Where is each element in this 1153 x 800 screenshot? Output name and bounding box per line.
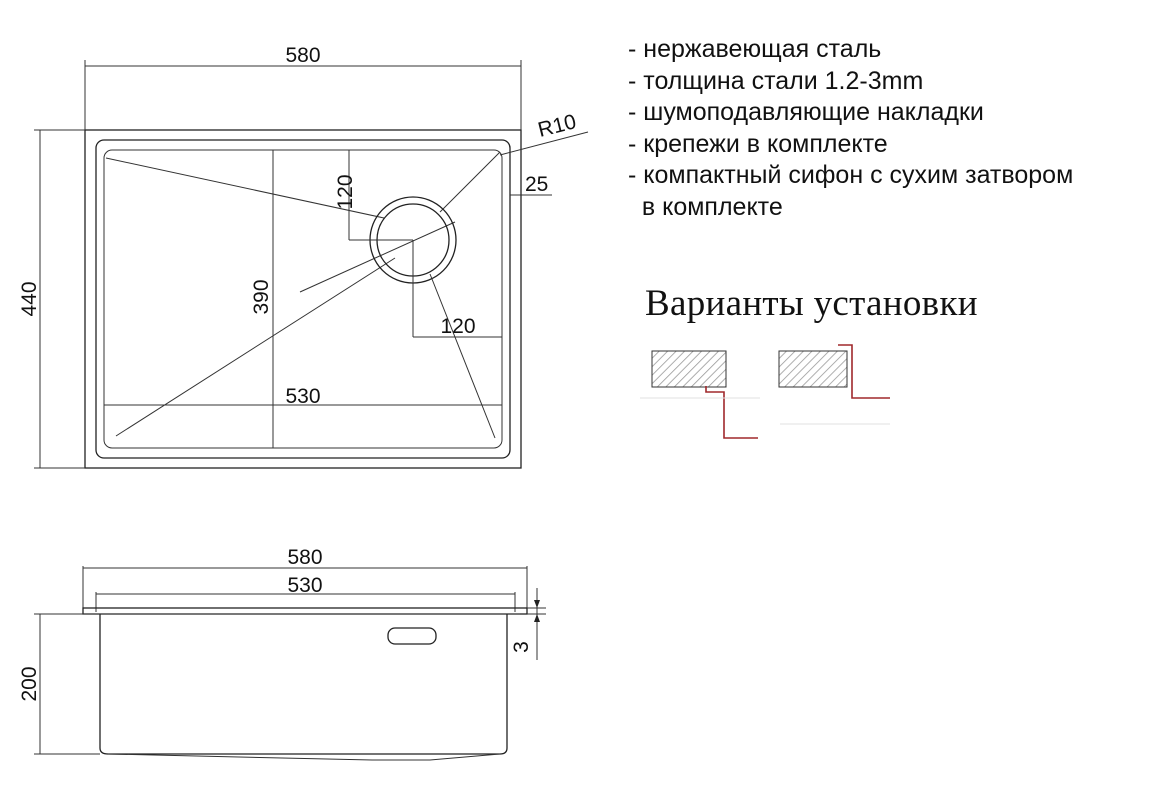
spec-item: в комплекте (628, 192, 783, 221)
top-view: 580 440 R10 25 (18, 44, 589, 469)
svg-text:390: 390 (250, 279, 273, 314)
spec-item: - крепежи в комплекте (628, 129, 888, 158)
svg-text:440: 440 (18, 281, 41, 316)
svg-text:R10: R10 (536, 110, 579, 142)
dim-drain-vertical-120: 120 (334, 150, 413, 241)
bottom-slope-lines (105, 151, 501, 439)
dim-inner-depth-390: 390 (250, 150, 274, 448)
side-rim (82, 607, 528, 615)
install-variant-undermount (640, 350, 760, 439)
dim-drain-horizontal-120: 120 (412, 240, 502, 338)
svg-text:530: 530 (287, 574, 322, 597)
dim-side-width-580: 580 (82, 546, 528, 612)
dim-side-height-200: 200 (18, 613, 100, 755)
dim-inner-width-530: 530 (104, 385, 502, 408)
sink-inner-bowl (95, 139, 511, 459)
svg-text:200: 200 (18, 666, 41, 701)
spec-list: - нержавеющая сталь - толщина стали 1.2-… (628, 34, 1073, 223)
spec-item: - нержавеющая сталь (628, 35, 882, 63)
svg-text:25: 25 (525, 173, 548, 196)
spec-item: - толщина стали 1.2-3mm (628, 66, 924, 95)
dim-side-width-530: 530 (95, 574, 516, 612)
side-bowl-body (99, 614, 508, 755)
svg-text:3: 3 (510, 641, 533, 653)
svg-text:580: 580 (287, 546, 322, 569)
spec-item: - компактный сифон с сухим затвором (628, 161, 1074, 189)
install-variants-title: Варианты установки (645, 283, 978, 324)
spec-item: - шумоподавляющие накладки (628, 98, 984, 126)
dim-edge-25: 25 (510, 173, 552, 196)
dim-side-thickness-3: 3 (510, 588, 546, 660)
side-view: 580 530 200 3 (18, 546, 546, 761)
svg-text:120: 120 (440, 315, 475, 338)
sink-outer-rim (84, 129, 522, 469)
svg-text:580: 580 (285, 44, 320, 67)
sink-bowl-bottom (103, 149, 503, 449)
dim-width-580: 580 (84, 44, 522, 130)
dim-depth-440: 440 (18, 129, 85, 469)
dim-radius-r10: R10 (499, 110, 589, 156)
install-variant-flush (778, 344, 890, 425)
svg-text:120: 120 (334, 174, 357, 209)
overflow-slot (387, 627, 437, 645)
svg-text:530: 530 (285, 385, 320, 408)
